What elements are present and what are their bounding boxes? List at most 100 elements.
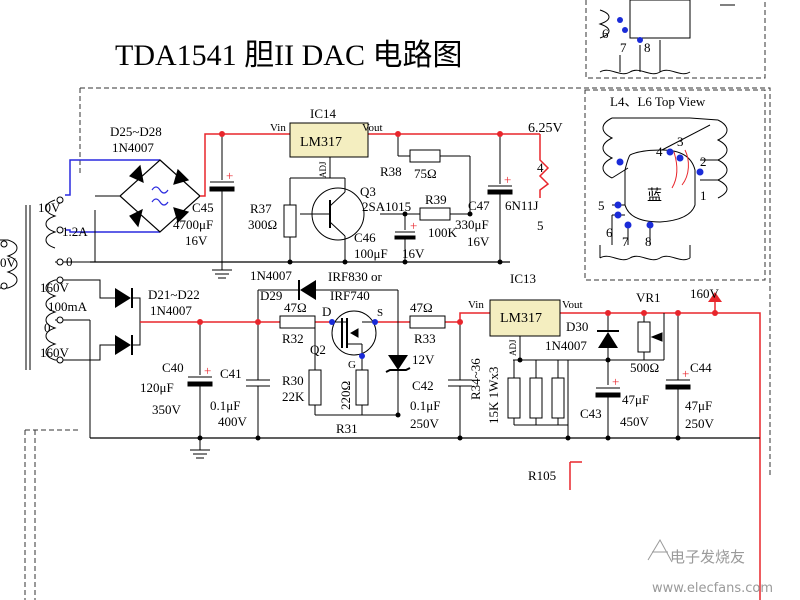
blue-wire-ac-2: [65, 229, 160, 233]
label-c46: C46: [354, 230, 376, 245]
l-top-view-pins: [614, 148, 704, 229]
label-c41-val: 0.1μF: [210, 398, 240, 413]
label-r33-val: 47Ω: [410, 300, 433, 315]
c47-capacitor: +: [487, 134, 513, 262]
r38-resistor: [397, 134, 471, 212]
label-d30: D30: [566, 319, 588, 334]
label-vin-mid: Vin: [468, 299, 484, 311]
label-r32: R32: [282, 331, 304, 346]
c44-capacitor: +: [665, 313, 691, 438]
label-lm317-top: LM317: [300, 135, 342, 150]
q3-transistor: [290, 177, 365, 241]
hv-input-wires: [89, 279, 115, 438]
label-vr1-val: 500Ω: [630, 360, 659, 375]
c42-capacitor: [448, 322, 472, 438]
label-r31: R31: [336, 421, 358, 436]
label-r32-val: 47Ω: [284, 300, 307, 315]
pin-label-6-top: 6: [602, 26, 609, 41]
page-title: TDA1541 胆II DAC 电路图: [115, 39, 463, 72]
label-r38-val: 75Ω: [414, 166, 437, 181]
label-r37: R37: [250, 201, 272, 216]
label-c47-v: 16V: [467, 234, 490, 249]
junction-dots-bottom: [197, 310, 718, 325]
label-100ma: 100mA: [48, 299, 88, 314]
label-1-2a: 1.2A: [62, 224, 88, 239]
label-c42: C42: [412, 378, 434, 393]
label-c43: C43: [580, 406, 602, 421]
label-r34-val: 15K 1Wx3: [486, 367, 501, 424]
label-c45: C45: [192, 200, 214, 215]
label-c40-v: 350V: [152, 402, 182, 417]
label-c42-val: 0.1μF: [410, 398, 440, 413]
label-c40: C40: [162, 360, 184, 375]
l4-l6-top-view: [599, 117, 728, 261]
r34-r36-resistors: [507, 336, 569, 438]
label-d29: D29: [260, 288, 282, 303]
junction-dots-bottom-black: [197, 357, 681, 441]
label-p4: 4: [656, 144, 663, 159]
label-r39-val: 100K: [428, 225, 458, 240]
label-1n4007-top: 1N4007: [112, 140, 154, 155]
label-6n11j: 6N11J: [505, 198, 538, 213]
label-vr1: VR1: [636, 290, 661, 305]
pin-label-8-top: 8: [644, 40, 651, 55]
zener-12v: [385, 355, 411, 415]
label-zero-top: 0: [66, 254, 73, 269]
label-c43-val: 47μF: [622, 392, 649, 407]
label-c44-v: 250V: [685, 416, 715, 431]
r37-resistor: [283, 178, 297, 262]
label-s-pin: S: [377, 307, 383, 319]
d21-d22-diodes: [115, 288, 141, 355]
dashed-frames: [24, 0, 771, 600]
label-p7: 7: [622, 234, 629, 249]
svg-text:+: +: [504, 172, 511, 187]
label-ic14: IC14: [310, 106, 337, 121]
r30-resistor: [308, 322, 322, 415]
c40-capacitor: +: [187, 322, 213, 438]
blue-wire-ac: [65, 159, 160, 196]
label-d-pin: D: [322, 304, 331, 319]
label-r39: R39: [425, 192, 447, 207]
filament-connection: [538, 134, 550, 198]
label-blue: 蓝: [647, 187, 662, 204]
label-10v: 10V: [38, 200, 61, 215]
label-d21-d22: D21~D22: [148, 287, 200, 302]
label-c41: C41: [220, 366, 242, 381]
watermark-url: www.elecfans.com: [652, 581, 773, 596]
label-160v-top: 160V: [40, 280, 70, 295]
c46-capacitor: +: [394, 214, 417, 262]
label-c43-v: 450V: [620, 414, 650, 429]
junction-dots-top-black: [287, 211, 503, 265]
svg-text:+: +: [410, 218, 417, 233]
ground-symbol-top: [212, 262, 232, 279]
label-c45-v: 16V: [185, 233, 208, 248]
label-p1: 1: [700, 188, 707, 203]
label-p2: 2: [700, 154, 707, 169]
label-c42-v: 250V: [410, 416, 440, 431]
label-r33: R33: [414, 331, 436, 346]
label-q3: Q3: [360, 184, 376, 199]
label-c46-v: 16V: [402, 246, 425, 261]
ic13-lm317: [489, 299, 561, 337]
c43-capacitor: +: [595, 374, 621, 438]
label-1n4007-d30: 1N4007: [545, 338, 587, 353]
label-r38: R38: [380, 164, 402, 179]
label-adj-mid: ADJ: [508, 339, 518, 356]
label-p6: 6: [606, 225, 613, 240]
label-g-pin: G: [348, 359, 356, 371]
svg-text:+: +: [612, 374, 619, 389]
label-p5: 5: [598, 198, 605, 213]
r33-resistor: [409, 315, 446, 329]
d29-diode: [257, 280, 399, 355]
label-vin-top: Vin: [270, 122, 286, 134]
top-view-partial: [598, 0, 735, 75]
svg-text:+: +: [204, 363, 211, 378]
label-r105: R105: [528, 468, 556, 483]
label-1n4007-d29: 1N4007: [250, 268, 292, 283]
label-c47: C47: [468, 198, 490, 213]
label-6-25v: 6.25V: [528, 121, 563, 136]
label-1n4007-mid: 1N4007: [150, 303, 192, 318]
label-r37-val: 300Ω: [248, 217, 277, 232]
ic14-lm317: [289, 122, 369, 158]
label-l4-l6-title: L4、L6 Top View: [610, 94, 706, 109]
